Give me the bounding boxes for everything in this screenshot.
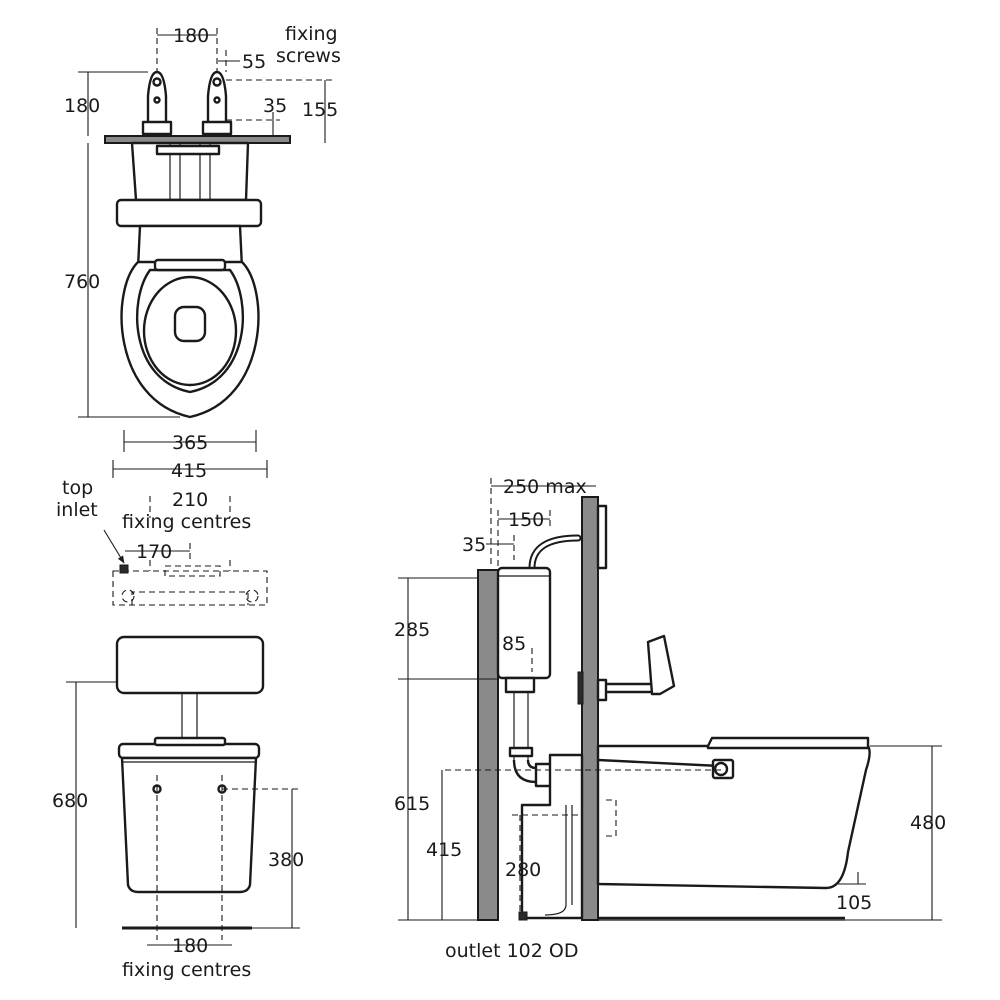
- side-view: 250 max 150 35 285 85 615 415 280 480: [394, 476, 946, 962]
- dim-155: 155: [302, 99, 338, 121]
- dim-250-max: 250 max: [503, 476, 587, 498]
- dim-180-top: 180: [173, 25, 209, 47]
- label-fixing-screws-1: fixing: [285, 23, 338, 45]
- pan-front: [120, 756, 258, 894]
- cistern-side: [496, 566, 552, 680]
- dim-285: 285: [394, 619, 430, 641]
- label-fixing-centres-bottom: fixing centres: [122, 959, 251, 981]
- dim-35-side: 35: [462, 534, 486, 556]
- dim-380: 380: [268, 849, 304, 871]
- dim-415: 415: [171, 460, 207, 482]
- label-top-inlet-2: inlet: [56, 499, 98, 521]
- label-fixing-screws-2: screws: [276, 45, 341, 67]
- bowl-opening-plan: [142, 275, 238, 387]
- dim-55: 55: [242, 51, 266, 73]
- dim-210: 210: [172, 489, 208, 511]
- label-outlet: outlet 102 OD: [445, 940, 578, 962]
- dim-480: 480: [910, 812, 946, 834]
- mounting-frame-dashed: [112, 570, 268, 606]
- dim-105: 105: [836, 892, 872, 914]
- pan-outline-plan: [120, 260, 260, 419]
- dim-365: 365: [172, 432, 208, 454]
- dim-35-top: 35: [263, 95, 287, 117]
- dim-760: 760: [64, 271, 100, 293]
- dim-85: 85: [502, 633, 526, 655]
- dim-415-side: 415: [426, 839, 462, 861]
- dim-180-bottom: 180: [172, 935, 208, 957]
- fixing-bracket-left: [141, 70, 173, 136]
- pan-side: [596, 744, 871, 890]
- dim-170: 170: [136, 541, 172, 563]
- top-view: 180 55 fixing screws 180 35 155 760 365 …: [64, 23, 341, 482]
- wall-left: [477, 569, 499, 921]
- front-view: top inlet 210 fixing centres 170: [52, 477, 304, 981]
- frame-post: [581, 496, 599, 921]
- dim-150: 150: [508, 509, 544, 531]
- dim-280: 280: [505, 859, 541, 881]
- dim-180-vertical: 180: [64, 95, 100, 117]
- dim-680: 680: [52, 790, 88, 812]
- seat-ring-plan: [135, 268, 245, 394]
- cistern-front: [115, 635, 265, 695]
- cistern-lid-plan: [115, 198, 263, 228]
- label-top-inlet-1: top: [62, 477, 93, 499]
- flush-handle: [646, 634, 676, 696]
- fixing-bracket-right: [201, 70, 233, 136]
- label-fixing-centres-top: fixing centres: [122, 511, 251, 533]
- dim-615: 615: [394, 793, 430, 815]
